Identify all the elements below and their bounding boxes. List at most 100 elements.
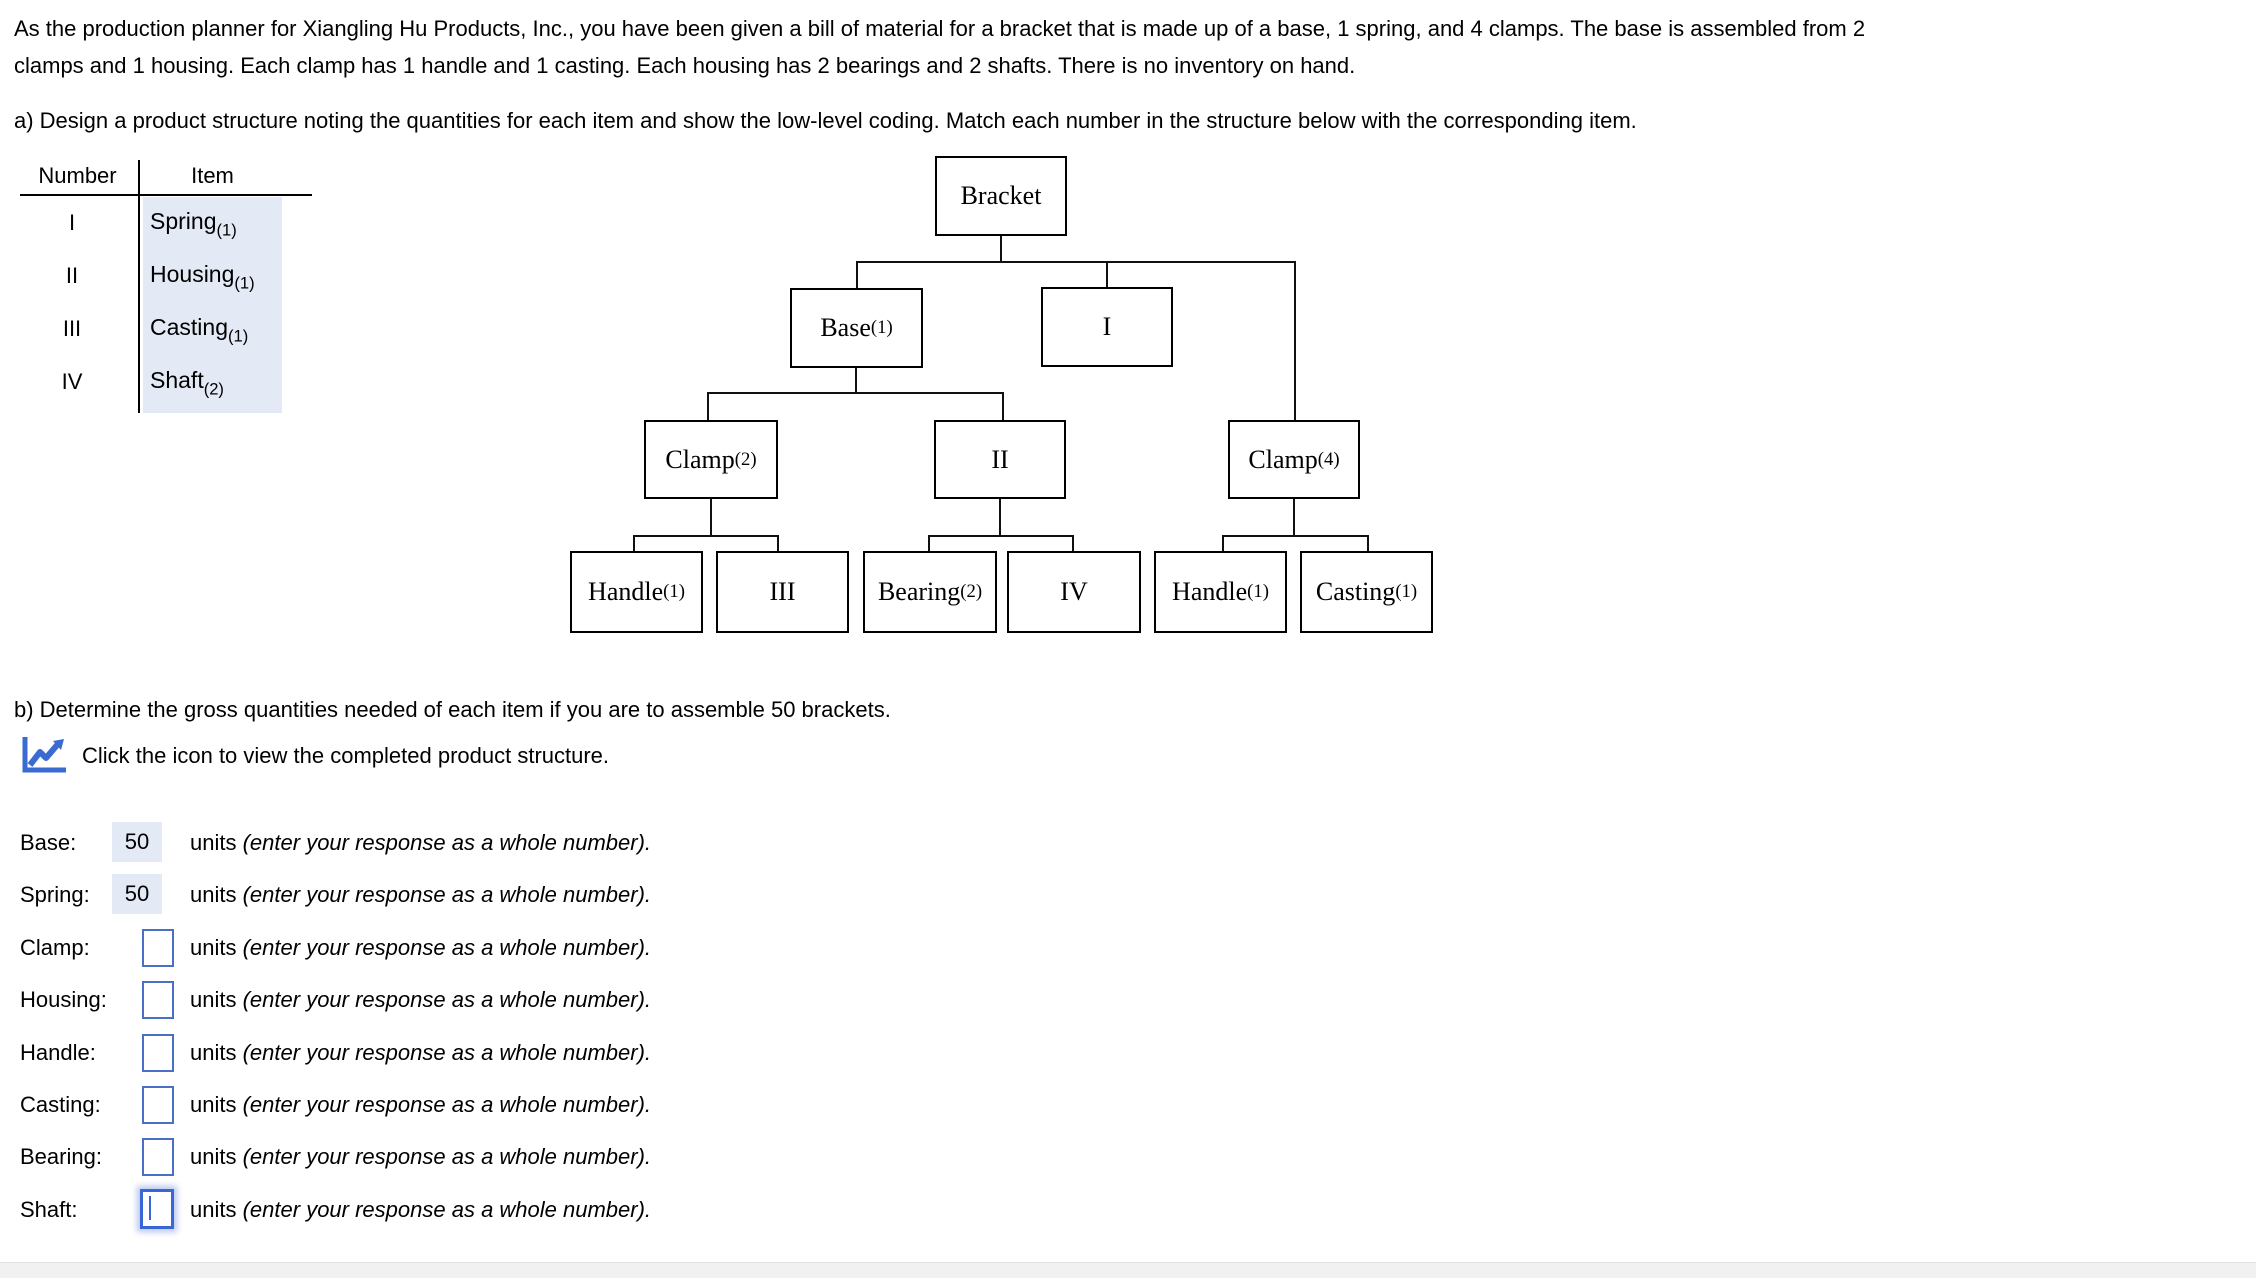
- tree-node-handle-1: Handle(1): [570, 551, 703, 633]
- table-header-rule: [20, 194, 312, 196]
- connector: [1293, 499, 1295, 535]
- connector: [855, 368, 857, 392]
- node-qty: (1): [870, 317, 893, 338]
- part-a-prompt: a) Design a product structure noting the…: [14, 108, 1637, 133]
- item-name: Shaft: [150, 367, 204, 393]
- table-row-item: Spring(1): [150, 208, 237, 240]
- answer-value-spring[interactable]: 50: [112, 874, 162, 914]
- units-text: units: [190, 935, 237, 960]
- answer-suffix: units (enter your response as a whole nu…: [190, 1040, 651, 1066]
- connector: [707, 392, 709, 420]
- intro-line-2: clamps and 1 housing. Each clamp has 1 h…: [14, 53, 1356, 78]
- answer-input-clamp[interactable]: [142, 929, 174, 967]
- node-label: III: [769, 577, 796, 606]
- units-text: units: [190, 1144, 237, 1169]
- footer-bar: [0, 1262, 2256, 1278]
- table-row-item: Casting(1): [150, 314, 248, 346]
- connector: [856, 261, 1296, 263]
- table-row-number: I: [68, 210, 76, 235]
- instruction-text: (enter your response as a whole number).: [242, 1197, 652, 1222]
- node-label: Clamp: [665, 444, 735, 474]
- answer-input-housing[interactable]: [142, 981, 174, 1019]
- units-text: units: [190, 1040, 237, 1065]
- connector: [928, 535, 930, 551]
- instruction-text: (enter your response as a whole number).: [242, 1092, 652, 1117]
- units-text: units: [190, 987, 237, 1012]
- units-text: units: [190, 830, 237, 855]
- table-item-column-bg: [143, 197, 282, 413]
- connector: [1000, 236, 1002, 261]
- connector: [928, 535, 1074, 537]
- node-label: Casting: [1315, 577, 1396, 606]
- tree-node-base: Base(1): [790, 288, 923, 368]
- connector: [710, 499, 712, 535]
- item-qty: (2): [203, 379, 224, 399]
- connector: [1294, 261, 1296, 420]
- table-row-number: IV: [61, 369, 83, 394]
- answer-input-handle[interactable]: [142, 1034, 174, 1072]
- tree-node-clamp-4: Clamp(4): [1228, 420, 1360, 499]
- node-qty: (1): [663, 581, 685, 602]
- connector: [1222, 535, 1224, 551]
- answer-suffix: units (enter your response as a whole nu…: [190, 882, 651, 908]
- table-column-divider: [138, 160, 140, 413]
- tree-node-casting: Casting(1): [1300, 551, 1433, 633]
- text-caret: [149, 1196, 151, 1220]
- tree-node-blank-II: II: [934, 420, 1066, 499]
- answer-label: Spring:: [20, 882, 90, 907]
- intro-line-1: As the production planner for Xiangling …: [14, 16, 1866, 41]
- connector: [1222, 535, 1369, 537]
- node-label: Handle: [1172, 577, 1248, 606]
- connector: [999, 499, 1001, 535]
- instruction-text: (enter your response as a whole number).: [242, 830, 652, 855]
- answer-suffix: units (enter your response as a whole nu…: [190, 1092, 651, 1118]
- answer-label: Housing:: [20, 987, 107, 1012]
- item-qty: (1): [227, 326, 249, 346]
- connector: [1002, 392, 1004, 420]
- node-qty: (1): [1247, 581, 1269, 602]
- units-text: units: [190, 1092, 237, 1117]
- answer-suffix: units (enter your response as a whole nu…: [190, 1144, 651, 1170]
- answer-label: Bearing:: [20, 1144, 102, 1169]
- node-label: Base: [820, 313, 871, 342]
- table-row-item: Shaft(2): [150, 367, 224, 399]
- node-qty: (2): [960, 581, 983, 602]
- answer-input-casting[interactable]: [142, 1086, 174, 1124]
- instruction-text: (enter your response as a whole number).: [242, 1040, 652, 1065]
- connector: [707, 392, 1004, 394]
- icon-caption: Click the icon to view the completed pro…: [82, 743, 610, 768]
- table-header-item: Item: [191, 163, 234, 188]
- node-qty: (2): [734, 448, 757, 470]
- part-b-prompt: b) Determine the gross quantities needed…: [14, 697, 891, 722]
- node-label: IV: [1060, 577, 1088, 606]
- answer-suffix: units (enter your response as a whole nu…: [190, 1197, 651, 1223]
- answer-label: Handle:: [20, 1040, 96, 1065]
- units-text: units: [190, 1197, 237, 1222]
- node-label: II: [991, 444, 1009, 474]
- tree-node-bearing: Bearing(2): [863, 551, 997, 633]
- table-row-number: II: [65, 263, 79, 288]
- connector: [633, 535, 779, 537]
- line-chart-icon[interactable]: [20, 735, 68, 775]
- tree-node-handle-2: Handle(1): [1154, 551, 1287, 633]
- node-label: I: [1102, 312, 1112, 341]
- connector: [633, 535, 635, 551]
- answer-input-bearing[interactable]: [142, 1138, 174, 1176]
- answer-label: Casting:: [20, 1092, 101, 1117]
- answer-value-base[interactable]: 50: [112, 822, 162, 862]
- node-qty: (4): [1317, 448, 1340, 470]
- table-row-item: Housing(1): [150, 261, 255, 293]
- instruction-text: (enter your response as a whole number).: [242, 987, 652, 1012]
- connector: [777, 535, 779, 551]
- table-row-number: III: [62, 316, 82, 341]
- units-text: units: [190, 882, 237, 907]
- answer-suffix: units (enter your response as a whole nu…: [190, 935, 651, 961]
- answer-label: Shaft:: [20, 1197, 78, 1222]
- answer-label: Clamp:: [20, 935, 90, 960]
- answer-input-shaft-focused[interactable]: [140, 1189, 174, 1229]
- node-label: Bearing: [877, 577, 961, 606]
- connector: [1072, 535, 1074, 551]
- answer-label: Base:: [20, 830, 77, 855]
- item-qty: (1): [216, 220, 237, 240]
